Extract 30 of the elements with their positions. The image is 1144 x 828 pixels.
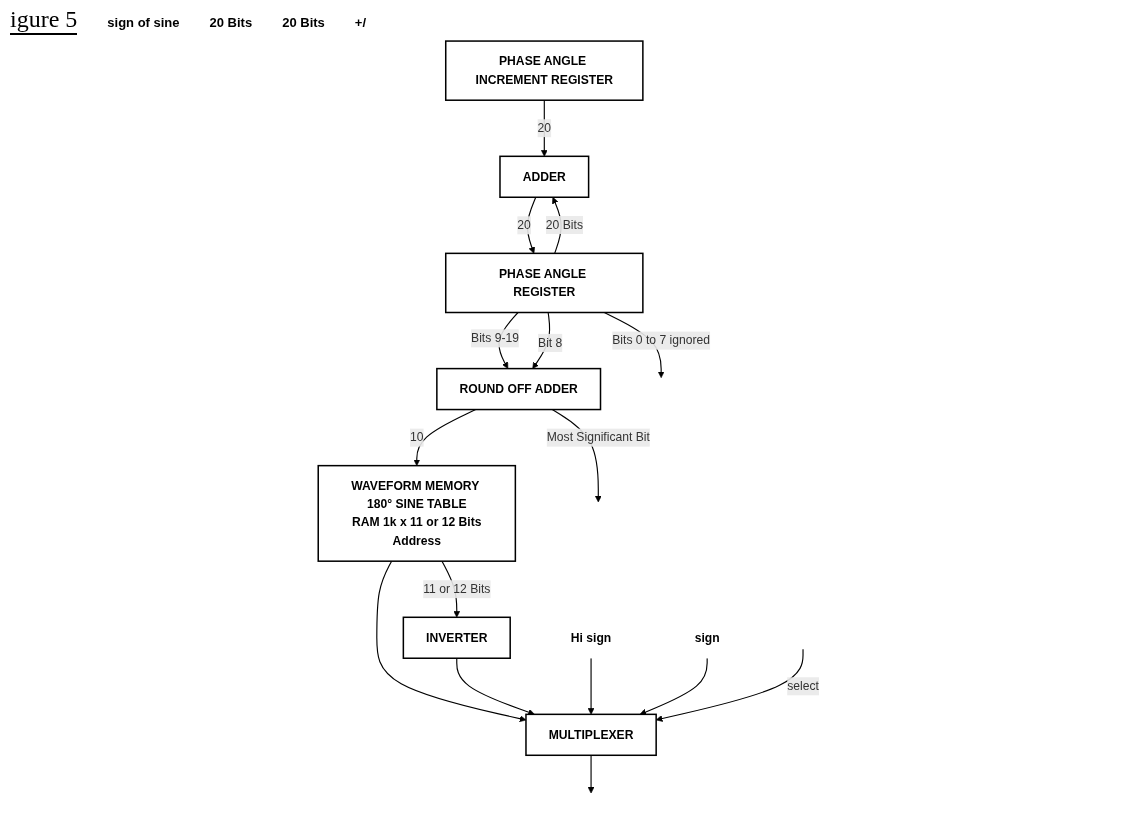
edge-label: Bits 9-19 xyxy=(471,331,519,345)
arrow xyxy=(456,657,535,716)
edge-label: 20 Bits xyxy=(545,218,583,232)
signal-label: +/ xyxy=(354,15,367,30)
edge-label: 20 xyxy=(517,218,531,232)
edge-label: Most Significant Bit xyxy=(546,430,650,444)
arrow xyxy=(413,409,477,466)
signal-label: sign of sine xyxy=(107,15,180,30)
signal-label: 20 Bits xyxy=(209,15,253,30)
arrow xyxy=(526,196,537,254)
edge-label: Bit 8 xyxy=(538,336,563,349)
figure-title: igure 5 xyxy=(10,6,78,35)
edge-label: 11 or 12 Bits xyxy=(423,582,491,596)
node-text: Hi sign xyxy=(570,630,612,644)
edge-label: Bits 0 to 7 ignored xyxy=(612,333,711,347)
node-box: PHASE ANGLE REGISTER xyxy=(444,252,644,314)
arrow xyxy=(587,657,595,715)
node-text: sign xyxy=(694,630,720,644)
arrow xyxy=(639,657,708,716)
arrow xyxy=(587,754,595,794)
node-box: PHASE ANGLE INCREMENT REGISTER xyxy=(444,40,644,101)
node-box: ADDER xyxy=(499,155,590,198)
node-box: INVERTER xyxy=(402,616,511,659)
edge-label: 20 xyxy=(537,121,552,135)
node-box: MULTIPLEXER xyxy=(525,713,657,757)
edge-label: 10 xyxy=(410,430,424,444)
signal-label: 20 Bits xyxy=(282,15,325,30)
node-box: ROUND OFF ADDER xyxy=(436,367,602,411)
node-box: WAVEFORM MEMORY 180° SINE TABLE RAM 1k x 11 or 12 Bits Address xyxy=(317,464,517,562)
edge-label: select xyxy=(787,679,819,693)
